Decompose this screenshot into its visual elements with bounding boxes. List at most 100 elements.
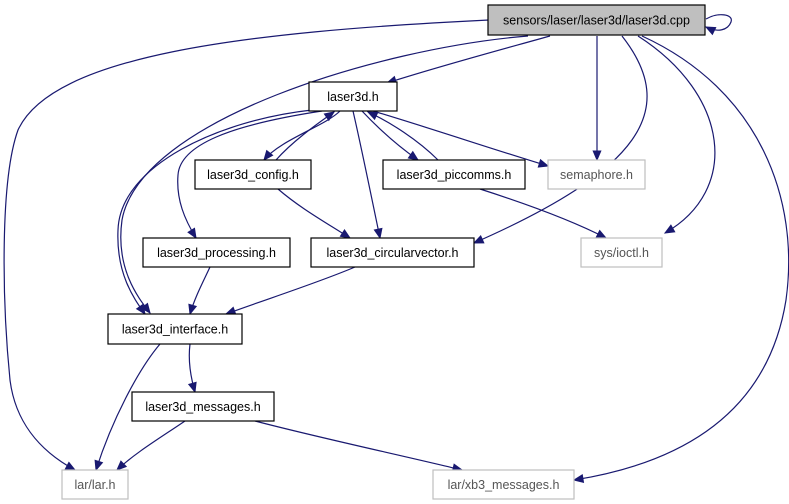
edge-root-to-root — [704, 14, 732, 36]
node-ioctl: sys/ioctl.h — [580, 237, 663, 268]
node-label: sensors/laser/laser3d/laser3d.cpp — [503, 14, 690, 28]
node-label: laser3d_processing.h — [157, 246, 276, 260]
node-label: laser3d_messages.h — [145, 400, 260, 414]
edge-arrowhead — [572, 473, 585, 483]
node-label: laser3d.h — [327, 90, 378, 104]
node-label: laser3d_interface.h — [122, 323, 228, 337]
edge-line — [573, 35, 789, 481]
edge-line — [120, 35, 529, 314]
edge-line — [479, 188, 607, 239]
edge-arrowhead — [116, 460, 128, 471]
node-box — [61, 469, 129, 500]
edge-line — [473, 35, 648, 244]
node-box — [432, 469, 575, 500]
node-piccomms[interactable]: laser3d_piccomms.h — [382, 159, 526, 190]
node-box — [547, 159, 646, 190]
edge-root-to-semaphore — [592, 36, 602, 162]
edge-laser3d_h-to-config — [263, 110, 341, 162]
edge-piccomms-to-ioctl — [479, 188, 608, 239]
edge-line — [277, 188, 351, 239]
edge-arrowhead — [64, 461, 77, 471]
edge-laser3d_h-to-interface — [117, 109, 313, 316]
edge-arrowhead — [339, 228, 352, 239]
node-box — [308, 81, 398, 112]
edge-line — [367, 111, 439, 161]
edge-messages-to-xb3 — [254, 420, 464, 473]
node-semaphore: semaphore.h — [547, 159, 646, 190]
edge-config-to-circvec — [277, 188, 352, 239]
node-label: lar/lar.h — [75, 478, 116, 492]
edge-arrowhead — [373, 227, 383, 240]
node-box — [487, 4, 706, 36]
node-box — [194, 159, 312, 190]
edge-laser3d_h-to-piccomms — [361, 110, 420, 161]
node-label: lar/xb3_messages.h — [448, 478, 560, 492]
node-box — [580, 237, 663, 268]
node-box — [310, 237, 475, 268]
edge-line — [116, 420, 186, 471]
edge-laser3d_h-to-circvec — [352, 110, 383, 240]
node-box — [142, 237, 291, 268]
edge-laser3d_h-to-semaphore — [372, 110, 550, 168]
node-box — [107, 313, 243, 345]
edge-line — [275, 111, 335, 161]
edge-arrowhead — [592, 150, 602, 162]
edge-arrowhead — [663, 224, 676, 234]
edge-line — [3, 19, 490, 471]
edge-line — [117, 109, 313, 315]
edge-laser3d_h-to-processing — [177, 110, 323, 240]
node-box — [382, 159, 526, 190]
edge-processing-to-interface — [188, 266, 211, 316]
node-laser3d-h[interactable]: laser3d.h — [308, 81, 398, 112]
edge-interface-to-larh — [94, 343, 161, 472]
edge-arrowhead — [187, 227, 197, 240]
edge-line — [705, 14, 732, 31]
node-label: laser3d_piccomms.h — [397, 168, 512, 182]
node-xb3: lar/xb3_messages.h — [432, 469, 575, 500]
node-messages[interactable]: laser3d_messages.h — [131, 391, 275, 422]
node-label: semaphore.h — [560, 168, 633, 182]
edge-arrowhead — [187, 381, 197, 394]
node-larh: lar/lar.h — [61, 469, 129, 500]
edge-line — [386, 35, 551, 84]
edge-arrowhead — [263, 149, 274, 162]
edge-arrowhead — [407, 150, 420, 161]
edge-arrowhead — [94, 459, 104, 472]
edge-arrowhead — [595, 229, 608, 239]
edge-arrowhead — [366, 111, 379, 121]
edge-root-to-circvec — [472, 35, 648, 244]
node-circvec[interactable]: laser3d_circularvector.h — [310, 237, 475, 268]
node-label: laser3d_circularvector.h — [326, 246, 458, 260]
edge-arrowhead — [472, 235, 485, 244]
node-interface[interactable]: laser3d_interface.h — [107, 313, 243, 345]
edge-arrowhead — [704, 26, 717, 36]
edge-line — [225, 266, 356, 315]
edge-arrowhead — [140, 302, 151, 315]
nodes-layer: sensors/laser/laser3d/laser3d.cpp laser3d… — [61, 4, 706, 500]
edge-piccomms-to-laser3d_h — [366, 111, 439, 161]
edge-line — [372, 110, 549, 167]
edge-line — [637, 35, 716, 234]
edge-config-to-laser3d_h — [275, 111, 336, 161]
node-label: laser3d_config.h — [207, 168, 299, 182]
edge-interface-to-messages — [187, 343, 197, 394]
edge-line — [95, 343, 161, 471]
edge-line — [177, 110, 323, 239]
edge-line — [352, 110, 381, 239]
edge-line — [361, 110, 419, 161]
node-root[interactable]: sensors/laser/laser3d/laser3d.cpp — [487, 4, 706, 36]
node-config[interactable]: laser3d_config.h — [194, 159, 312, 190]
edge-circvec-to-interface — [224, 266, 356, 316]
edge-root-to-ioctl — [637, 35, 716, 234]
edge-arrowhead — [135, 303, 146, 316]
node-processing[interactable]: laser3d_processing.h — [142, 237, 291, 268]
edge-line — [254, 420, 463, 471]
edge-root-to-interface — [120, 35, 529, 315]
edge-arrowhead — [537, 158, 550, 168]
edge-arrowhead — [323, 111, 336, 122]
edge-root-to-xb3 — [572, 35, 789, 483]
node-box — [131, 391, 275, 422]
edge-arrowhead — [188, 303, 198, 316]
node-label: sys/ioctl.h — [594, 246, 649, 260]
